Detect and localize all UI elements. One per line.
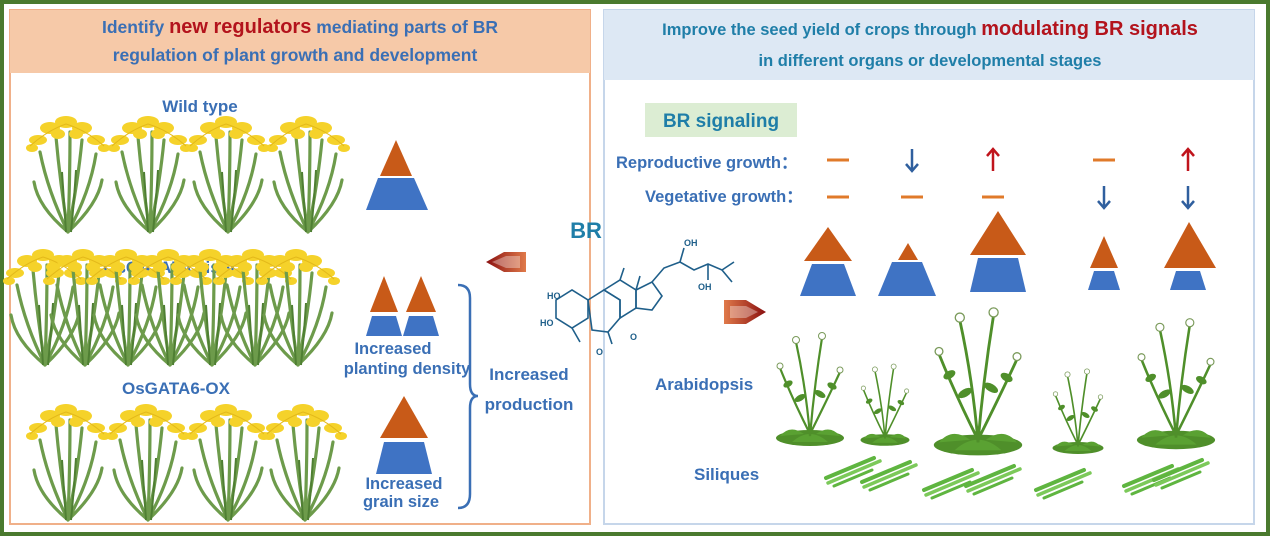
wild-type-triangle <box>366 140 428 210</box>
left-panel: Identify new regulators mediating parts … <box>1 9 591 525</box>
left-header-line1: Identify new regulators mediating parts … <box>102 16 498 38</box>
siliques-label: Siliques <box>694 465 759 484</box>
left-header-line2: regulation of plant growth and developme… <box>113 45 478 65</box>
down-arrow-icon <box>1181 186 1195 210</box>
right-header-line1: Improve the seed yield of crops through … <box>662 18 1198 40</box>
molecule-oh-1: HO <box>547 291 561 301</box>
grain-label-line1: Increased <box>365 475 442 493</box>
col3-triangle <box>970 211 1026 292</box>
grain-size-triangle <box>376 396 432 474</box>
production-label-line1: Increased <box>489 365 568 384</box>
molecule-oh-4: OH <box>698 282 712 292</box>
signal-marks <box>827 147 1195 210</box>
br-signaling-box <box>645 103 797 137</box>
col1-triangle <box>800 227 856 296</box>
density-label-line1: Increased <box>354 340 431 358</box>
col2-triangle <box>878 243 936 296</box>
molecule-oh-3: OH <box>684 238 698 248</box>
vegetative-label: Vegetative growth： <box>645 188 803 206</box>
down-arrow-icon <box>1097 186 1111 210</box>
br-label: BR <box>570 218 602 243</box>
down-arrow-icon <box>905 149 919 173</box>
molecule-oh-2: HO <box>540 318 554 328</box>
right-arrow-icon <box>724 300 766 324</box>
crispr-rice-group <box>1 247 342 367</box>
grain-label-line2: grain size <box>363 493 439 511</box>
left-arrow-icon <box>486 252 526 272</box>
ox-label: OsGATA6-OX <box>122 379 231 398</box>
right-header-line2: in different organs or developmental sta… <box>759 52 1102 70</box>
production-label-line2: production <box>485 395 574 414</box>
density-label-line2: planting density <box>344 360 471 378</box>
wild-type-label: Wild type <box>162 97 237 116</box>
molecule-o-1: O <box>596 347 603 357</box>
col5-triangle <box>1164 222 1216 290</box>
density-triangles <box>366 276 439 336</box>
col4-triangle <box>1088 236 1120 290</box>
right-panel: Improve the seed yield of crops through … <box>603 9 1255 525</box>
bracket <box>457 283 479 510</box>
br-molecule: BR HO HO O O OH OH <box>540 218 735 357</box>
br-signaling-label: BR signaling <box>663 111 779 132</box>
right-header-bg <box>604 10 1254 80</box>
reproductive-label: Reproductive growth： <box>616 154 798 172</box>
up-arrow-icon <box>986 147 1000 171</box>
molecule-o-2: O <box>630 332 637 342</box>
arabidopsis-label: Arabidopsis <box>655 375 753 394</box>
up-arrow-icon <box>1181 147 1195 171</box>
left-header-bg <box>10 10 590 73</box>
